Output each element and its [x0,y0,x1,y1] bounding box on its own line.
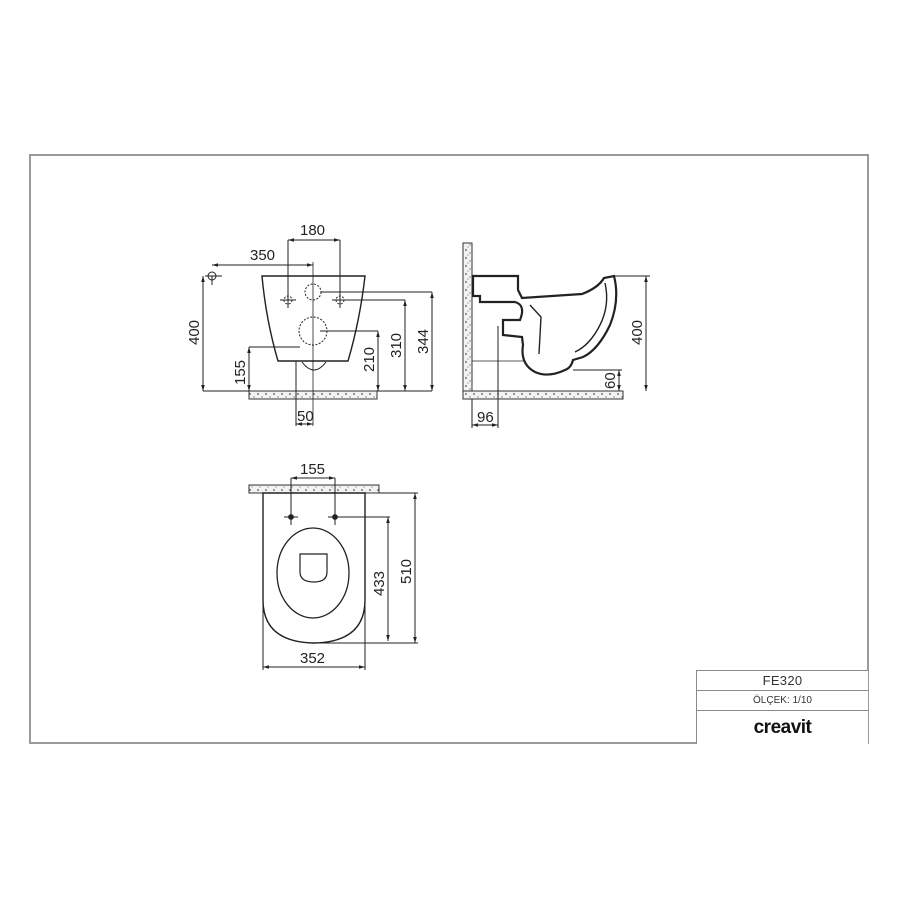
side-view [462,242,650,428]
brand-logo: creavit [753,716,812,738]
dim-433: 433 [371,571,388,596]
dim-344: 344 [415,329,432,354]
top-view-labels: 155 433 510 352 [300,461,415,667]
title-block: FE320 ÖLÇEK: 1/10 creavit [696,670,868,744]
outlet-curve [301,361,327,371]
dim-400-front: 400 [186,320,203,345]
dim-60: 60 [602,372,619,389]
bowl-section [471,274,618,376]
dim-310: 310 [388,333,405,358]
dim-352: 352 [300,650,325,667]
dim-180: 180 [300,222,325,239]
dim-210: 210 [361,347,378,372]
scale-label: ÖLÇEK: 1/10 [697,691,868,711]
floor-hatch-side [462,390,624,400]
dim-155-front: 155 [232,360,249,385]
bowl-outline [261,275,366,362]
side-view-labels: 400 60 96 [477,320,646,426]
drawing-frame [29,154,869,744]
dim-400-side: 400 [629,320,646,345]
dim-155-top: 155 [300,461,325,478]
dim-96: 96 [477,409,494,426]
front-view-labels: 180 350 400 155 210 310 344 50 [186,222,432,425]
front-view [201,238,434,426]
dim-510: 510 [398,559,415,584]
seat-lid [299,553,328,583]
dim-350: 350 [250,247,275,264]
seat-opening [276,527,350,619]
wall-hatch [462,242,473,400]
top-view [248,476,418,670]
wall-hatch-top [248,484,380,494]
model-number: FE320 [697,671,868,691]
bowl-top-outline [262,492,366,644]
dim-50: 50 [297,408,314,425]
